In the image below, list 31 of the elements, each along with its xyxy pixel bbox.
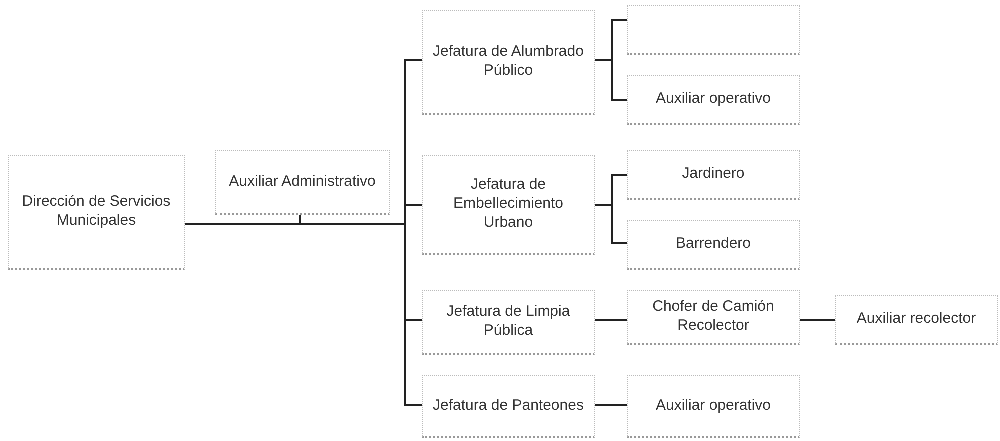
org-box	[422, 290, 595, 355]
org-box	[422, 375, 595, 438]
position-title: Jefatura de Embellecimiento Urbano	[452, 176, 565, 233]
connector-line	[800, 319, 835, 321]
position-title: Dirección de Servicios Municipales	[21, 193, 172, 231]
org-box	[8, 155, 185, 270]
org-box	[422, 10, 595, 115]
position-title: Jefatura de Alumbrado Público	[432, 43, 585, 81]
position-title: Auxiliar Administrativo	[229, 172, 376, 192]
org-box	[215, 150, 390, 215]
position-title: Auxiliar operativo	[656, 396, 772, 416]
org-box	[627, 220, 800, 270]
position-title: Jardinero	[682, 165, 745, 184]
connector-line	[595, 59, 627, 101]
org-box	[422, 155, 595, 255]
position-title: Auxiliar recolector	[856, 310, 976, 329]
position-title: Chofer de Camión Recolector	[652, 298, 776, 336]
org-box	[835, 295, 998, 345]
connector-line	[595, 404, 627, 406]
org-box	[627, 150, 800, 200]
org-box	[627, 75, 800, 125]
position-title: Barrendero	[676, 235, 752, 254]
org-box	[627, 290, 800, 345]
position-title: Auxiliar operativo	[656, 90, 772, 109]
connector-line	[185, 223, 422, 406]
position-title: Jefatura de Limpia Pública	[446, 303, 572, 341]
empty-box	[627, 5, 800, 55]
position-title: Jefatura de Panteones	[433, 396, 584, 416]
connector-line	[595, 204, 627, 244]
connector-line	[595, 319, 627, 321]
org-box	[627, 375, 800, 438]
